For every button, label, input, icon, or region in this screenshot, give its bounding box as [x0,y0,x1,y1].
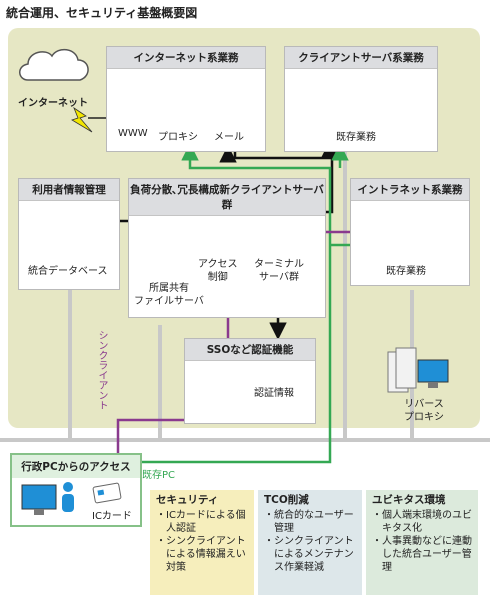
admin-pc-box: 行政PCからのアクセス ICカード [10,453,142,527]
load-balance-title: 負荷分散､冗長構成新クライアントサーバ群 [129,179,325,216]
file-server-label: 所属共有 ファイルサーバ [134,283,204,307]
auth-info-label: 認証情報 [254,388,294,399]
note-ubiquitous-title: ユビキタス環境 [372,494,446,506]
intranet-caption: 既存業務 [386,266,426,277]
client-server-title: クライアントサーバ系業務 [285,47,437,69]
reverse-proxy-label: リバース プロキシ [404,399,444,423]
sso-box: SSOなど認証機能 [184,338,316,424]
server-label-proxy: プロキシ [158,132,198,143]
internet-services-box: インターネット系業務 [106,46,266,152]
thin-client-label: シンクライアント [96,330,107,410]
note-tco-title: TCO削減 [264,494,309,506]
note-tco-item: ・統合的なユーザー管理 [264,510,354,534]
intranet-box: イントラネット系業務 [350,178,470,286]
note-security: セキュリティ ・ICカードによる個人認証 ・シンクライアントによる情報漏えい対策 [150,490,254,595]
monitor-icon-reverse-proxy [417,359,449,388]
user-info-title: 利用者情報管理 [19,179,119,201]
internet-label: インターネット [18,98,88,109]
user-icon [62,482,74,512]
existing-pc-label: 既存PC [142,470,176,481]
server-label-mail: メール [214,132,244,143]
note-security-item: ・ICカードによる個人認証 [156,510,246,534]
load-balance-box: 負荷分散､冗長構成新クライアントサーバ群 [128,178,326,318]
note-ubiquitous-item: ・人事異動などに連動した統合ユーザー管理 [372,536,472,573]
ic-card-icon [92,482,122,504]
lightning-icon [71,106,93,133]
integrated-db-label: 統合データベース [28,266,108,277]
terminal-servers-label: ターミナル サーバ群 [254,259,304,283]
page-title: 統合運用、セキュリティ基盤概要図 [6,6,198,20]
note-security-title: セキュリティ [156,494,219,506]
internet-services-title: インターネット系業務 [107,47,265,69]
green-line-existing-pc [110,150,332,464]
sso-title: SSOなど認証機能 [185,339,315,361]
server-icon-reverse-proxy [387,347,417,393]
client-server-caption: 既存業務 [336,132,376,143]
note-ubiquitous: ユビキタス環境 ・個人端末環境のユビキタス化 ・人事異動などに連動した統合ユーザ… [366,490,478,595]
user-info-box: 利用者情報管理 [18,178,120,290]
server-label-www: WWW [118,128,148,139]
pc-icon [21,484,57,515]
client-server-box: クライアントサーバ系業務 [284,46,438,152]
note-tco: TCO削減 ・統合的なユーザー管理 ・シンクライアントによるメンテナンス作業軽減 [258,490,362,595]
intranet-title: イントラネット系業務 [351,179,469,201]
access-control-label: アクセス 制御 [198,259,238,283]
note-security-item: ・シンクライアントによる情報漏えい対策 [156,536,246,573]
note-ubiquitous-item: ・個人端末環境のユビキタス化 [372,510,472,534]
cloud-icon [19,48,89,81]
admin-pc-title: 行政PCからのアクセス [12,455,140,478]
note-tco-item: ・シンクライアントによるメンテナンス作業軽減 [264,536,354,573]
ic-card-label: ICカード [92,511,132,522]
